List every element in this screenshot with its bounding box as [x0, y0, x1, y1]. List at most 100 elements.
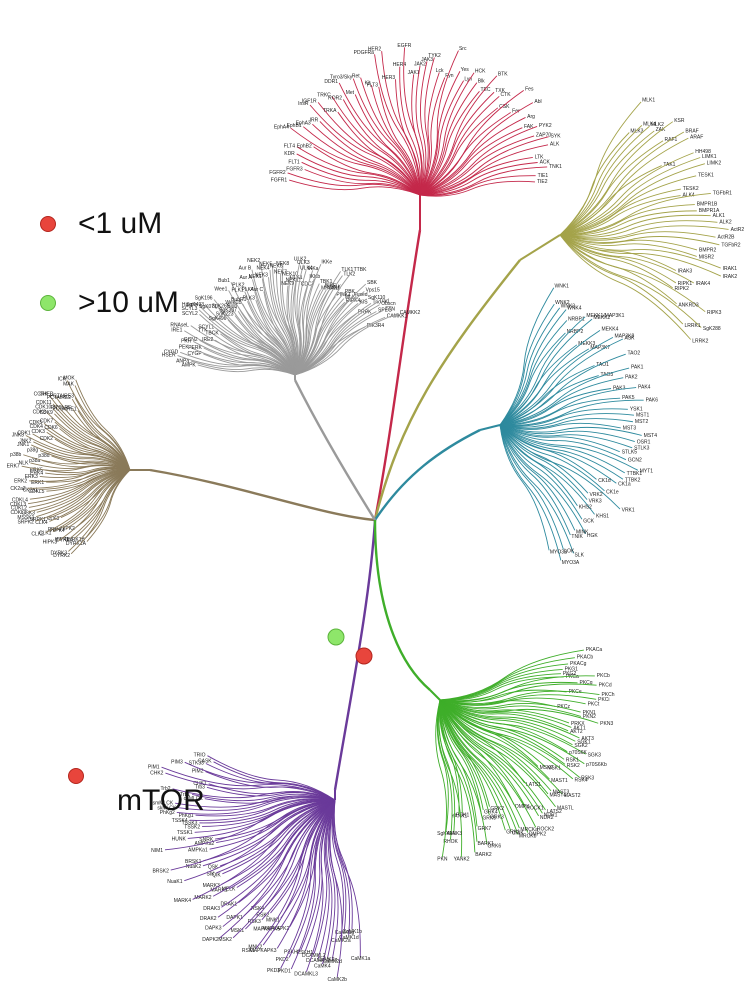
kinase-branch — [419, 71, 461, 196]
kinase-label: AMPK — [182, 362, 197, 368]
kinase-label: PRP4 — [48, 527, 61, 533]
kinase-branch — [499, 367, 630, 426]
kinase-branch — [419, 77, 446, 196]
kinase-label: CDK11 — [36, 400, 52, 406]
kinase-label: EphB2 — [297, 143, 312, 149]
kinase-branch — [199, 339, 296, 376]
kinase-label: CCRK — [34, 392, 49, 398]
kinase-label: SCYL2 — [182, 311, 198, 317]
kinase-label: MEKK2 — [593, 315, 610, 321]
kinase-branch — [220, 333, 296, 376]
kinase-label: TSSK1 — [177, 830, 193, 836]
kinase-label: SLK — [574, 553, 584, 559]
kinase-label: RSK4 — [575, 777, 588, 783]
kinase-branch — [499, 309, 567, 426]
kinase-label: MASTL — [557, 806, 574, 812]
kinase-branch — [499, 424, 587, 535]
kinase-branch — [238, 307, 296, 376]
kinase-branch — [559, 140, 664, 236]
kinase-label: MNK1 — [266, 918, 280, 924]
kinase-branch — [304, 799, 336, 951]
kinase-label: SgK493 — [186, 302, 204, 308]
kinase-label: LRRK1 — [684, 323, 700, 329]
kinase-branch — [243, 799, 336, 917]
kinase-label: NEK6 — [270, 264, 283, 270]
kinase-label: CDK8 — [33, 410, 47, 416]
kinase-branch — [332, 799, 347, 931]
kinase-label: HIPK1 — [55, 537, 70, 543]
kinase-label: NRBP1 — [568, 316, 585, 322]
kinase-branch — [54, 438, 131, 471]
kinase-label: WNK2 — [555, 300, 570, 306]
kinase-label: CK2a1 — [23, 487, 39, 493]
kinase-label: PKN — [437, 856, 448, 862]
kinase-label: MLK2 — [651, 122, 664, 128]
kinase-label: TRKA — [323, 108, 337, 114]
kinase-label: CDKL1 — [10, 510, 26, 516]
kinase-branch — [559, 175, 697, 236]
kinase-label: IGF1R — [302, 99, 317, 105]
kinase-branch — [263, 291, 296, 376]
kinase-branch — [31, 444, 131, 471]
kinase-label: NEK2 — [247, 258, 260, 264]
kinase-label: SRPK2 — [17, 520, 34, 526]
kinase-branch — [294, 278, 315, 376]
kinase-label: PAK3 — [613, 385, 626, 391]
kinase-label: CDK9 — [39, 410, 53, 416]
kinase-branch — [52, 408, 131, 471]
kinase-branch — [338, 82, 421, 196]
kinase-branch — [370, 84, 421, 196]
kinase-branch — [499, 424, 605, 492]
kinase-branch — [419, 95, 500, 196]
kinase-branch — [499, 424, 583, 520]
kinase-branch — [559, 210, 697, 236]
kinase-label: PIM3 — [171, 759, 183, 765]
kinase-label: AKT1 — [573, 725, 586, 731]
kinase-label: NEK4 — [256, 265, 269, 271]
kinase-branch — [270, 799, 336, 914]
kinase-branch — [327, 799, 336, 958]
kinase-label: HGK — [587, 533, 599, 539]
kinase-label: Obscn — [381, 301, 396, 307]
kinase-branch — [439, 699, 576, 742]
kinase-branch — [309, 104, 421, 196]
kinase-label: Fyn — [445, 73, 454, 79]
kinase-label: ALK2 — [719, 220, 731, 226]
kinase-branch — [261, 278, 296, 376]
kinase-branch — [289, 799, 336, 927]
kinase-branch — [54, 413, 131, 471]
legend-item-mtor-label-wrap: mTOR — [117, 784, 205, 818]
kinase-label: BTK — [498, 72, 508, 78]
kinase-label: Aur B — [239, 265, 252, 271]
kinase-branch — [374, 54, 421, 196]
kinase-label: LRRK2 — [692, 338, 708, 344]
kinase-branch — [194, 799, 336, 833]
kinase-label: PITSLRE — [51, 405, 73, 411]
kinase-label: MSK1 — [547, 766, 561, 772]
kinase-branch — [272, 265, 296, 376]
kinase-branch — [202, 799, 336, 827]
kinase-label: ANKRD3 — [678, 302, 699, 308]
kinase-label: CaMK2a — [331, 938, 351, 944]
kinase-label: TRKC — [317, 93, 331, 99]
kinase-branch — [378, 86, 421, 196]
kinase-label: MARK1 — [210, 888, 227, 894]
kinase-label: CAMKK1 — [387, 314, 408, 320]
kinase-branch — [559, 130, 655, 236]
kinase-branch — [294, 303, 372, 376]
kinase-label: NLK — [19, 460, 29, 466]
kinase-label: IRE1 — [171, 327, 182, 333]
kinase-label: ULK2 — [294, 256, 307, 262]
kinase-label: MAK — [63, 381, 75, 387]
legend-item-under-1um: <1 uM — [40, 207, 162, 241]
kinase-branch — [439, 699, 563, 795]
kinase-branch — [59, 428, 131, 471]
kinase-label: MARK2 — [194, 895, 211, 901]
kinase-branch — [294, 289, 321, 376]
kinase-label: PINK1 — [336, 292, 351, 298]
kinase-branch — [439, 681, 578, 702]
kinase-label: DCAMKL1 — [306, 958, 330, 964]
kinase-label: BMPR1B — [697, 202, 718, 208]
kinase-branch — [419, 80, 464, 196]
kinase-branch — [36, 469, 131, 513]
